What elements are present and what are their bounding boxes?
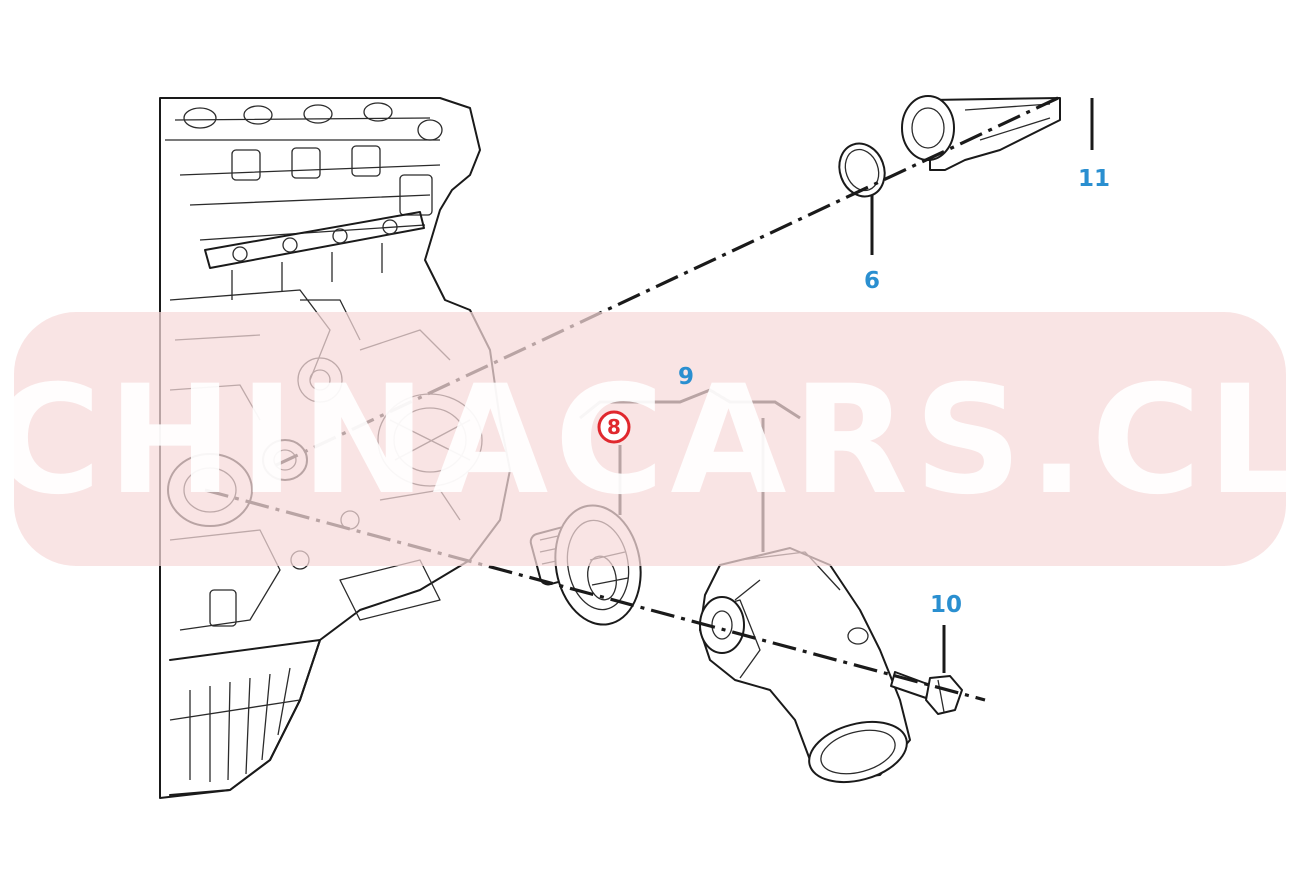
coolant-pipe-part-11 [901, 95, 1061, 171]
watermark: CHINACARS.CL [0, 312, 1301, 566]
callout-8-circle [597, 410, 631, 444]
callout-8: 8 [607, 415, 621, 439]
thermostat-housing-part-9 [699, 547, 911, 783]
watermark-band [14, 312, 1286, 566]
callout-6: 6 [864, 268, 880, 294]
callout-11: 11 [1078, 166, 1110, 192]
callout-10: 10 [930, 592, 962, 618]
o-ring-part-6 [838, 142, 886, 198]
callouts: 11 6 9 8 10 [597, 166, 1110, 618]
callout-9: 9 [678, 364, 694, 390]
watermark-text: CHINACARS.CL [0, 354, 1301, 528]
